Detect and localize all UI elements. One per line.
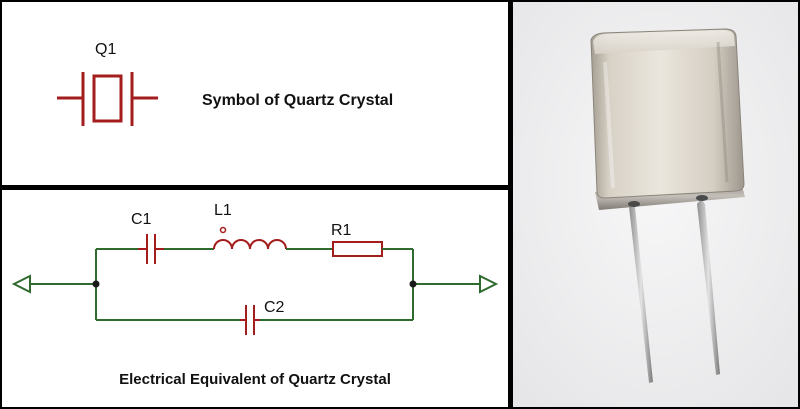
right-junction-dot [409,280,417,288]
crystal-symbol-diagram: Q1 Symbol of Quartz Crystal [57,41,393,126]
r1-label: R1 [331,222,352,239]
equivalent-caption: Electrical Equivalent of Quartz Crystal [119,371,391,388]
capacitor-c1 [138,234,164,264]
inductor-l1 [213,226,287,250]
resistor-r1 [332,241,383,257]
l1-polarity-dot [219,226,227,234]
c1-label: C1 [131,211,152,228]
l1-label: L1 [214,202,232,219]
c2-label: C2 [264,299,285,316]
equivalent-circuit-diagram: C1 L1 R1 C2 Electrical Equivalent of Qua… [11,202,499,388]
right-terminal-arrow [479,274,499,294]
symbol-crystal-body [92,74,123,123]
pin-hole-left [628,201,640,207]
symbol-panel: Q1 Symbol of Quartz Crystal [2,2,508,185]
left-junction-dot [92,280,100,288]
q1-label: Q1 [95,41,116,58]
left-terminal-arrow [11,274,31,294]
pin-hole-right [696,195,708,201]
equivalent-circuit-panel: C1 L1 R1 C2 Electrical Equivalent of Qua… [2,190,508,407]
symbol-caption: Symbol of Quartz Crystal [202,92,393,109]
crystal-photo [513,2,798,407]
crystal-pins [629,199,720,383]
crystal-can [590,28,745,199]
capacitor-c2 [240,305,260,335]
crystal-photo-panel [513,2,798,407]
